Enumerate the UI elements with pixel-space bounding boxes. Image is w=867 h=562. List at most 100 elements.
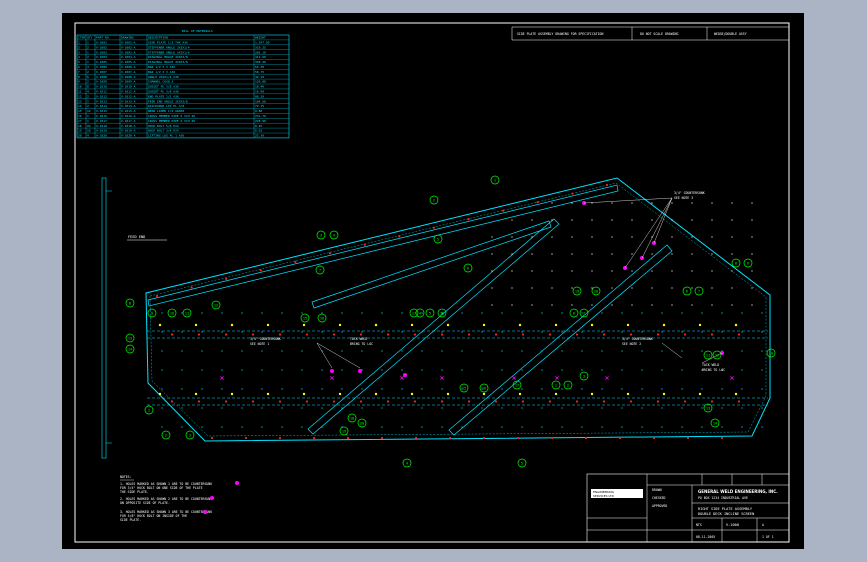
bolt-hole [502,209,505,212]
bolt-hole [741,369,743,371]
bolt-hole [301,369,303,371]
bolt-hole [541,312,543,314]
bolt-hole [230,392,234,396]
item-balloon[interactable]: 12 [211,300,221,310]
item-balloon[interactable]: 14 [125,344,135,354]
svg-text:18: 18 [350,416,354,420]
bolt-hole [481,407,483,409]
item-balloon[interactable]: 19 [339,426,349,436]
item-balloon[interactable]: 6 [682,286,692,296]
item-balloon[interactable]: 17 [512,380,522,390]
bolt-hole [521,333,525,336]
bom-cell: BAR 1/2 X 3 A36 [148,65,175,69]
item-balloon[interactable]: 9 [743,258,753,268]
bom-cell: DISCHARGE LIP PL 3/8 [148,104,184,108]
title-block: ENGINEERING SERVICES LTD DRAWN CHECKED A… [586,473,790,543]
svg-text:3/4" COUNTERSUNK: 3/4" COUNTERSUNK [622,337,653,341]
item-balloon[interactable]: 6 [463,263,473,273]
bolt-hole [341,388,343,390]
bom-cell: DIAGONAL BRACE 4X4X3/8 [148,55,188,59]
item-balloon[interactable]: 15 [459,383,469,393]
bolt-hole [302,392,306,396]
item-balloon[interactable]: 18 [437,308,447,318]
item-balloon[interactable]: 14 [710,418,720,428]
bolt-hole [761,350,763,352]
bom-cell: 1 [87,60,89,64]
svg-text:18: 18 [440,311,444,315]
item-balloon[interactable]: 2 [563,380,573,390]
item-balloon[interactable]: 3 [579,371,589,381]
item-balloon[interactable]: 1 [144,405,154,415]
item-balloon[interactable]: 1 [490,175,500,185]
item-balloon[interactable]: 10 [167,308,177,318]
bolt-hole [414,436,418,440]
bom-cell: 0.45 [255,124,262,128]
item-balloon[interactable]: 13 [703,403,713,413]
bolt-hole [591,219,593,221]
svg-text:8: 8 [735,261,737,265]
item-balloon[interactable]: 9 [147,308,157,318]
bolt-hole [241,350,243,352]
svg-text:17: 17 [515,383,519,387]
item-balloon[interactable]: 3 [185,430,195,440]
item-balloon[interactable]: 10 [766,348,776,358]
item-balloon[interactable]: 11 [182,308,192,318]
bom-column-header: ITEM [78,36,85,40]
item-balloon[interactable]: 7 [579,308,589,318]
bolt-hole [651,270,653,272]
item-balloon[interactable]: 4 [329,230,339,240]
bom-cell: V-1003 [96,50,107,54]
item-balloon[interactable]: 12 [712,350,722,360]
item-balloon[interactable]: 5 [433,234,443,244]
item-balloon[interactable]: 18 [347,413,357,423]
bolt-hole [751,236,753,238]
bolt-hole [181,369,183,371]
bolt-hole [571,192,574,195]
item-balloon[interactable]: 4 [415,308,425,318]
scale-value: NTS [696,523,702,527]
item-balloon[interactable]: 8 [125,298,135,308]
item-balloon[interactable]: 5 [517,458,527,468]
item-balloon[interactable]: 1 [551,380,561,390]
item-balloon[interactable]: 17 [409,308,419,318]
item-balloon[interactable]: 20 [357,418,367,428]
bolt-hole [662,392,666,396]
bolt-hole [441,331,443,333]
drawing-title-1: RIGHT SIDE PLATE ASSEMBLY [698,507,753,511]
item-balloon[interactable]: 15 [300,313,310,323]
bolt-hole [698,323,702,327]
item-balloon[interactable]: 7 [694,286,704,296]
item-balloon[interactable]: 13 [125,333,135,343]
bolt-hole [686,436,690,440]
item-balloon[interactable]: 5 [425,308,435,318]
bolt-hole [481,350,483,352]
item-balloon[interactable]: 4 [402,458,412,468]
svg-text:2: 2 [165,433,167,437]
countersunk-hole [330,376,334,380]
bolt-hole [761,369,763,371]
item-balloon[interactable]: 20 [591,286,601,296]
countersunk-hole [220,376,224,380]
bom-cell: V-1016-A [121,114,136,118]
bolt-hole [631,236,633,238]
item-balloon[interactable]: 16 [317,313,327,323]
item-balloon[interactable]: 11 [703,350,713,360]
item-balloon[interactable]: 8 [731,258,741,268]
bolt-hole [671,236,673,238]
cad-viewport[interactable]: SIDE PLATE ASSEMBLY DRAWING FOR SPECIFIC… [62,13,804,549]
bolt-hole [681,388,683,390]
item-balloon[interactable]: 3 [316,230,326,240]
bolt-hole [341,369,343,371]
item-balloon[interactable]: 2 [429,195,439,205]
item-balloon[interactable]: 16 [479,383,489,393]
item-balloon[interactable]: 2 [161,430,171,440]
item-balloon[interactable]: 6 [569,308,579,318]
bolt-hole [561,388,563,390]
item-balloon[interactable]: 7 [315,265,325,275]
bolt-hole [602,333,606,336]
bolt-hole [281,350,283,352]
bolt-hole [281,426,283,428]
item-balloon[interactable]: 19 [572,286,582,296]
bolt-hole [221,407,223,409]
bolt-hole [201,388,203,390]
